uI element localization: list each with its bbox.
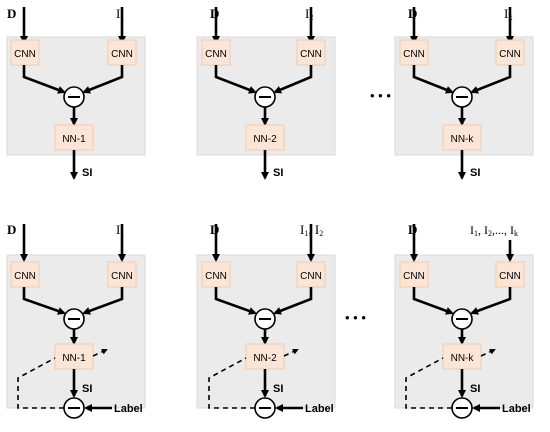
output-label: SI [470, 167, 480, 179]
cnn-box-right [495, 261, 525, 288]
label-input: Label [502, 403, 531, 415]
arrow-cnn-to-diff [273, 287, 313, 315]
nn-box [442, 343, 482, 370]
cnn-box-left [201, 39, 231, 66]
cnn-label: CNN [403, 271, 425, 282]
output-label: SI [470, 383, 480, 395]
cnn-label: CNN [14, 49, 36, 60]
feedback-path [17, 357, 64, 409]
data-input-label: D [408, 222, 417, 237]
nn-box [54, 124, 94, 151]
image-input-label: I1, I2,..., Ik [470, 223, 518, 238]
cnn-box-right [107, 39, 137, 66]
arrow-cnn-to-diff [470, 65, 512, 94]
output-label: SI [82, 167, 92, 179]
cnn-label: CNN [300, 271, 322, 282]
data-input-label: D [7, 222, 16, 237]
image-input-label: I1, I2 [300, 222, 323, 238]
arrow-cnn-to-diff [214, 287, 257, 315]
cnn-box-right [296, 39, 326, 66]
nn-label: NN-1 [62, 134, 86, 145]
top-module-2: D I2 CNN CNN NN-2 SI [196, 6, 336, 180]
bottom-module-1: D I1 CNN CNN NN-1 SI Label [6, 222, 146, 419]
ellipsis-top: • • • [370, 88, 391, 103]
cnn-box-right [107, 261, 137, 288]
data-input-label: D [210, 6, 219, 21]
arrow-cnn-to-diff [22, 65, 66, 94]
cnn-label: CNN [403, 49, 425, 60]
cnn-label: CNN [499, 271, 521, 282]
cnn-box-left [10, 261, 40, 288]
top-module-k: D Ik CNN CNN NN-k SI [394, 6, 534, 180]
nn-label: NN-k [451, 134, 475, 145]
ellipsis-bottom: • • • [345, 310, 366, 325]
nn-box [245, 124, 285, 151]
data-input-label: D [210, 222, 219, 237]
output-label: SI [273, 383, 283, 395]
arrow-cnn-to-diff [273, 65, 313, 94]
cnn-box-left [201, 261, 231, 288]
label-input: Label [305, 403, 334, 415]
output-label: SI [273, 167, 283, 179]
cnn-box-right [296, 261, 326, 288]
arrow-cnn-to-diff [412, 65, 454, 94]
bottom-module-2: D I1, I2 CNN CNN NN-2 SI Label [196, 222, 336, 419]
arrow-cnn-to-diff [412, 287, 454, 315]
nn-box [442, 124, 482, 151]
cnn-box-right [495, 39, 525, 66]
cnn-label: CNN [300, 49, 322, 60]
cnn-label: CNN [205, 49, 227, 60]
update-arrow [283, 348, 299, 357]
data-input-label: D [7, 6, 16, 21]
nn-label: NN-2 [253, 353, 277, 364]
arrow-cnn-to-diff [470, 287, 512, 315]
cnn-label: CNN [499, 49, 521, 60]
label-input: Label [114, 403, 143, 415]
arrow-cnn-to-diff [22, 287, 66, 315]
cnn-label: CNN [111, 49, 133, 60]
data-input-label: D [408, 6, 417, 21]
nn-box [245, 343, 285, 370]
top-module-1: D I1 CNN CNN NN-1 SI [6, 6, 146, 180]
bottom-module-k: D I1, I2,..., Ik CNN CNN NN-k SI Label [394, 222, 534, 419]
nn-label: NN-1 [62, 353, 86, 364]
feedback-path [405, 357, 452, 409]
cnn-box-left [399, 39, 429, 66]
feedback-path [208, 357, 255, 409]
arrow-cnn-to-diff [214, 65, 257, 94]
nn-label: NN-k [451, 353, 475, 364]
nn-label: NN-2 [253, 134, 277, 145]
update-arrow [480, 348, 496, 357]
arrow-cnn-to-diff [82, 287, 124, 315]
cnn-label: CNN [111, 271, 133, 282]
cnn-label: CNN [14, 271, 36, 282]
output-label: SI [82, 383, 92, 395]
update-arrow [92, 348, 108, 357]
arrow-cnn-to-diff [82, 65, 124, 94]
cnn-label: CNN [205, 271, 227, 282]
